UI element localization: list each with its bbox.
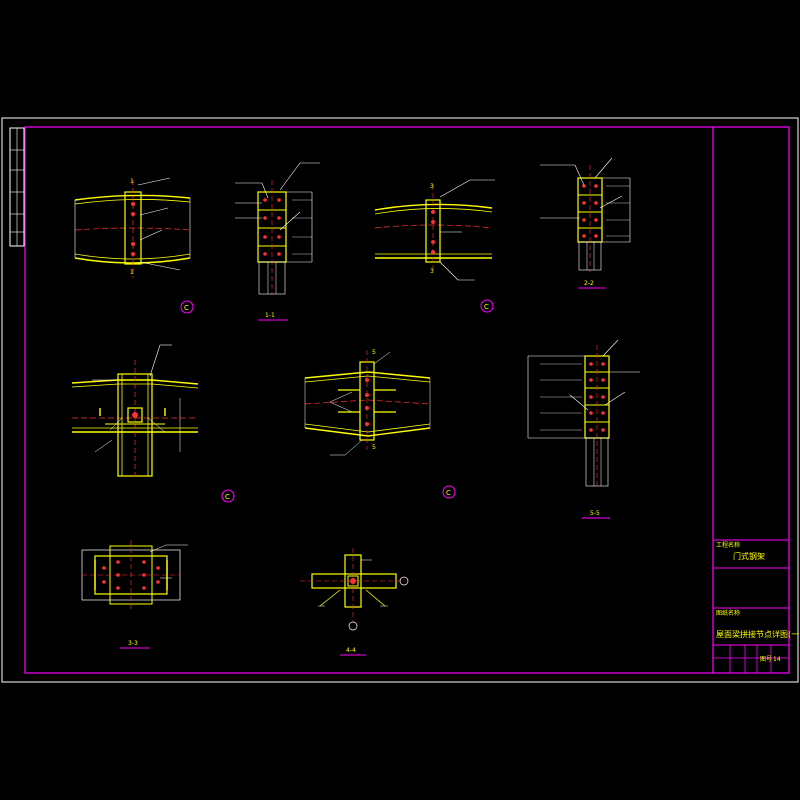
section-4-4-caption: 4-4 bbox=[346, 647, 356, 654]
detail-section-4-4: 4-4 bbox=[300, 548, 409, 656]
title-block: 工程名称 门式钢架 图纸名称 屋面梁拼接节点详图(一) 图号 14 bbox=[712, 127, 800, 673]
drawing-title: 屋面梁拼接节点详图(一) bbox=[716, 629, 800, 639]
section-mark-3-bottom: 3 bbox=[430, 268, 434, 275]
detail-marker-3: C bbox=[484, 303, 489, 311]
section-2-2-caption: 2-2 bbox=[584, 280, 594, 287]
detail-section-1-1: 1-1 bbox=[235, 162, 320, 321]
detail-section-2-2: 2-2 bbox=[540, 157, 631, 289]
detail-marker-circle bbox=[221, 489, 235, 503]
detail-section-5-5: 5-5 bbox=[527, 339, 640, 519]
sheet-field-label: 图号 bbox=[760, 656, 772, 663]
detail-marker-circle bbox=[480, 299, 494, 313]
detail-ridge-splice: 5 5 bbox=[304, 349, 431, 456]
outer-border bbox=[1, 117, 799, 683]
section-mark-3-top: 3 bbox=[430, 183, 434, 190]
detail-marker-6: C bbox=[446, 489, 451, 497]
detail-marker-circle bbox=[180, 300, 194, 314]
binding-strip bbox=[9, 127, 25, 247]
detail-beam-splice-2: 3 3 bbox=[374, 179, 495, 281]
inner-border bbox=[24, 126, 790, 674]
section-mark-5-bottom: 5 bbox=[372, 444, 376, 451]
detail-marker-circle bbox=[442, 485, 456, 499]
detail-marker-5: C bbox=[225, 493, 230, 501]
section-mark-5-top: 5 bbox=[372, 349, 376, 356]
project-name: 门式钢架 bbox=[733, 551, 765, 561]
section-3-3-caption: 3-3 bbox=[128, 640, 138, 647]
project-label: 工程名称 bbox=[716, 541, 740, 549]
section-mark-1-top: 1 bbox=[130, 178, 134, 185]
section-mark-1-bottom: 1 bbox=[130, 269, 134, 276]
sheet-number: 14 bbox=[773, 656, 781, 663]
detail-section-3-3: 3-3 bbox=[81, 540, 188, 649]
detail-column-joint bbox=[71, 344, 199, 480]
detail-beam-splice-1: 1 1 bbox=[74, 177, 191, 278]
section-1-1-caption: 1-1 bbox=[265, 312, 275, 319]
detail-marker-1: C bbox=[184, 304, 189, 312]
section-5-5-caption: 5-5 bbox=[590, 510, 600, 517]
drawing-label: 图纸名称 bbox=[716, 609, 740, 617]
